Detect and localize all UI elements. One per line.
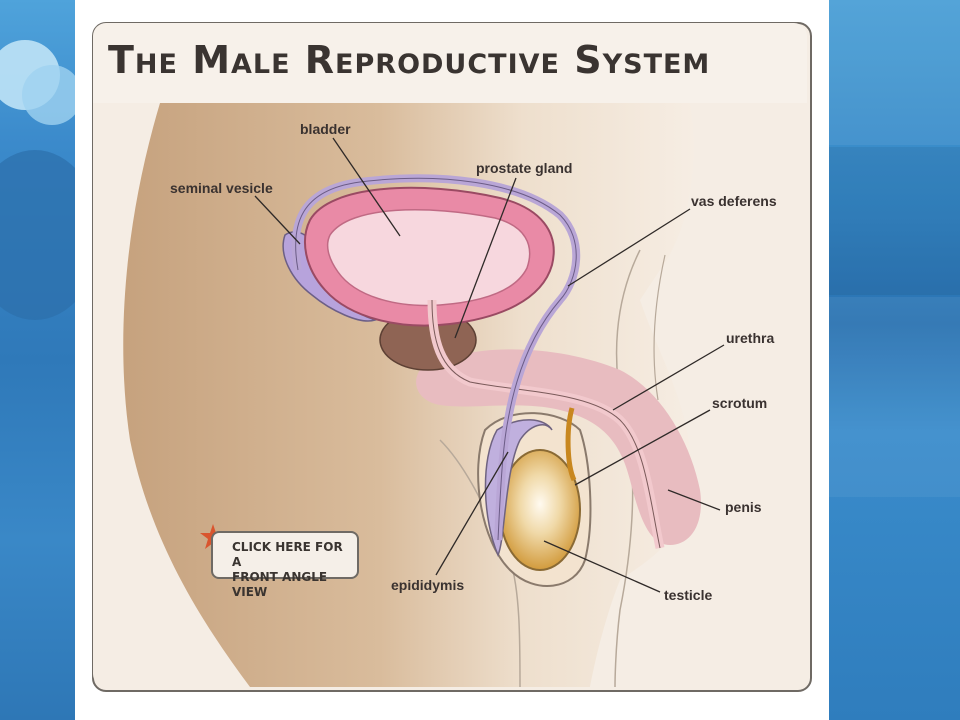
body-silhouette <box>93 103 250 687</box>
slide-background-right <box>829 0 960 720</box>
slide-background-left <box>0 0 75 720</box>
label-seminal-vesicle: seminal vesicle <box>170 180 273 196</box>
label-prostate-gland: prostate gland <box>476 160 573 176</box>
label-testicle: testicle <box>664 587 713 603</box>
label-penis: penis <box>725 499 762 515</box>
label-leader-lines <box>254 137 725 593</box>
front-angle-view-button-label[interactable]: Click here for a front angle view <box>232 540 352 600</box>
front-angle-view-button[interactable] <box>211 531 359 579</box>
label-scrotum: scrotum <box>712 395 768 411</box>
label-bladder: bladder <box>300 121 351 137</box>
label-vas-deferens: vas deferens <box>691 193 777 209</box>
penis-shape <box>416 349 701 545</box>
label-urethra: urethra <box>726 330 775 346</box>
click-line-1: Click here for a <box>232 540 343 569</box>
label-epididymis: epididymis <box>391 577 465 593</box>
diagram-title: The Male Reproductive System <box>108 38 711 82</box>
click-line-2: front angle view <box>232 570 328 599</box>
